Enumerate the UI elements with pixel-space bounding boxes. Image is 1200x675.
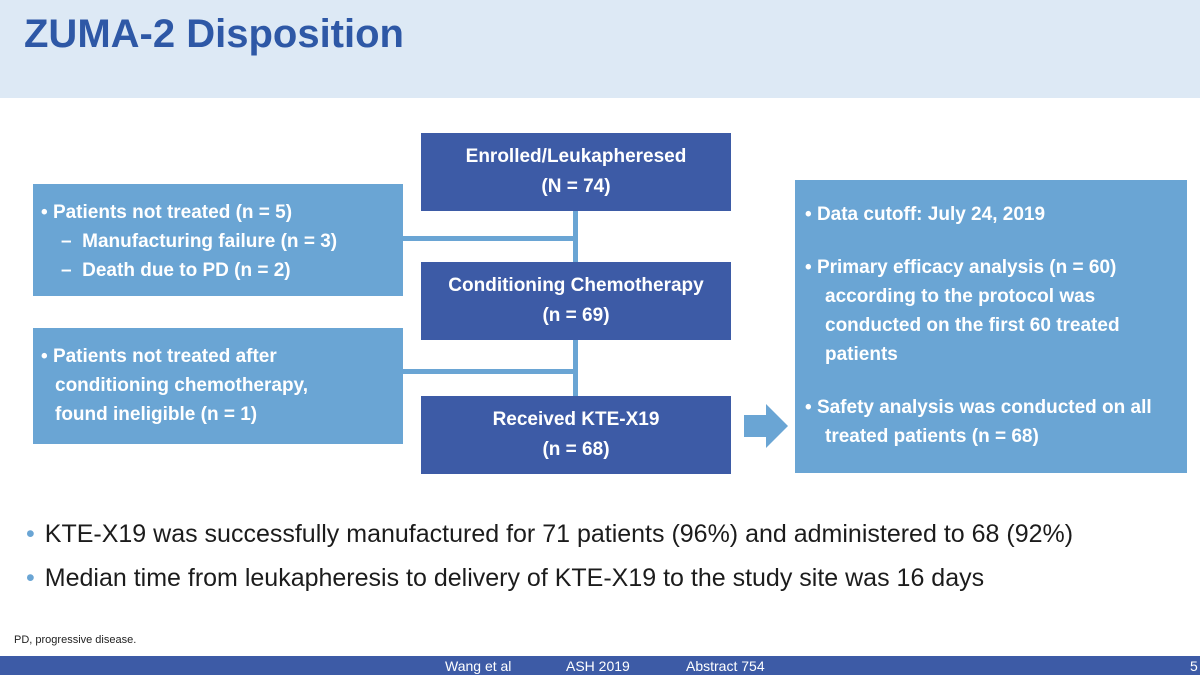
page-number: 5 bbox=[1190, 658, 1198, 674]
bullet-icon: • bbox=[805, 257, 812, 278]
summary-efficacy-line-4: patients bbox=[825, 344, 898, 365]
summary-efficacy-line-3: conducted on the first 60 treated bbox=[825, 315, 1120, 336]
not-treated-box: • Patients not treated (n = 5) – Manufac… bbox=[33, 184, 403, 296]
summary-box: • Data cutoff: July 24, 2019 • Primary e… bbox=[795, 180, 1187, 473]
summary-safety-line-2: treated patients (n = 68) bbox=[825, 426, 1039, 447]
summary-cutoff: • Data cutoff: July 24, 2019 bbox=[805, 204, 1046, 225]
enrolled-label: Enrolled/Leukapheresed bbox=[465, 146, 687, 167]
flow-connector-ineligible bbox=[403, 369, 575, 374]
bullet-icon: • bbox=[41, 202, 48, 223]
enrolled-box: Enrolled/Leukapheresed (N = 74) bbox=[421, 133, 731, 211]
summary-safety-line-1: • Safety analysis was conducted on all bbox=[805, 397, 1152, 418]
footer-author: Wang et al bbox=[445, 658, 512, 674]
ineligible-line-3: found ineligible (n = 1) bbox=[55, 404, 258, 425]
summary-efficacy-line-2: according to the protocol was bbox=[825, 286, 1096, 307]
bullet-icon: • bbox=[805, 397, 812, 418]
dash-icon: – bbox=[61, 260, 72, 281]
ineligible-line-2: conditioning chemotherapy, bbox=[55, 375, 308, 396]
bullet-manufacturing: •KTE-X19 was successfully manufactured f… bbox=[26, 520, 1074, 548]
slide-title: ZUMA-2 Disposition bbox=[24, 12, 404, 56]
bullet-delivery-time: •Median time from leukapheresis to deliv… bbox=[26, 564, 985, 592]
received-count: (n = 68) bbox=[542, 439, 610, 460]
bullet-icon: • bbox=[805, 204, 812, 225]
conditioning-box: Conditioning Chemotherapy (n = 69) bbox=[421, 262, 731, 340]
arrow-right-icon bbox=[744, 404, 788, 448]
not-treated-sub-death: – Death due to PD (n = 2) bbox=[61, 260, 291, 281]
bullet-icon: • bbox=[41, 346, 48, 367]
footer-abstract: Abstract 754 bbox=[686, 658, 765, 674]
bullet-icon: • bbox=[26, 564, 35, 592]
footer-meeting: ASH 2019 bbox=[566, 658, 630, 674]
ineligible-box: • Patients not treated after conditionin… bbox=[33, 328, 403, 444]
ineligible-line-1: • Patients not treated after bbox=[41, 346, 277, 367]
title-banner: ZUMA-2 Disposition bbox=[0, 0, 1200, 98]
not-treated-main: • Patients not treated (n = 5) bbox=[41, 202, 293, 223]
footer-bar: Wang et al ASH 2019 Abstract 754 5 bbox=[0, 656, 1200, 675]
received-label: Received KTE-X19 bbox=[492, 409, 660, 430]
dash-icon: – bbox=[61, 231, 72, 252]
received-box: Received KTE-X19 (n = 68) bbox=[421, 396, 731, 474]
conditioning-label: Conditioning Chemotherapy bbox=[448, 275, 704, 296]
footnote: PD, progressive disease. bbox=[14, 634, 137, 646]
enrolled-count: (N = 74) bbox=[541, 176, 611, 197]
flow-connector-not-treated bbox=[403, 236, 575, 241]
conditioning-count: (n = 69) bbox=[542, 305, 610, 326]
bullet-icon: • bbox=[26, 520, 35, 548]
not-treated-sub-manufacturing: – Manufacturing failure (n = 3) bbox=[61, 231, 338, 252]
summary-efficacy-line-1: • Primary efficacy analysis (n = 60) bbox=[805, 257, 1117, 278]
